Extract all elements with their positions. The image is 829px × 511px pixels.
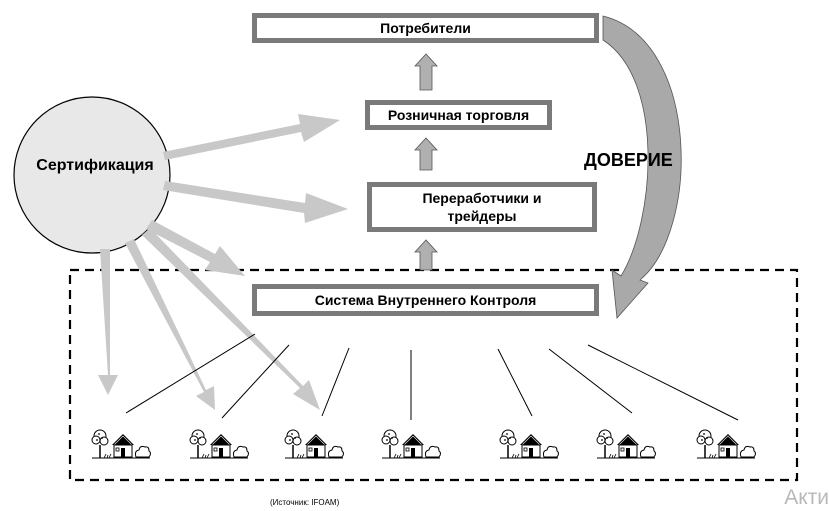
house-tree-icon xyxy=(499,429,560,459)
ics-label: Система Внутреннего Контроля xyxy=(314,292,537,308)
ics-box: Система Внутреннего Контроля xyxy=(252,284,599,316)
processors-label-line1: Переработчики и xyxy=(422,190,542,206)
processors-label-line2: трейдеры xyxy=(447,208,517,224)
consumers-box: Потребители xyxy=(252,13,599,43)
certification-label: Сертификация xyxy=(36,157,154,174)
house-tree-icon xyxy=(189,429,250,459)
retail-box: Розничная торговля xyxy=(365,100,552,130)
trust-label: ДОВЕРИЕ xyxy=(584,150,673,170)
ics-frame xyxy=(68,268,799,482)
retail-label: Розничная торговля xyxy=(387,107,530,123)
house-tree-icon xyxy=(596,429,657,459)
trust-arrow xyxy=(602,15,682,319)
activation-watermark: Акти xyxy=(784,486,829,509)
house-tree-icon xyxy=(381,429,442,459)
consumers-label: Потребители xyxy=(380,20,471,36)
flow-arrows xyxy=(414,53,438,271)
house-tree-icon xyxy=(91,429,152,459)
processors-label: Переработчики и трейдеры xyxy=(422,189,541,225)
certification-circle xyxy=(13,96,171,254)
certification-arrows xyxy=(98,114,348,410)
house-tree-icon xyxy=(284,429,345,459)
household-icons xyxy=(91,429,757,459)
source-caption: (Источник: IFOAM) xyxy=(270,498,340,507)
connector-lines xyxy=(125,333,739,421)
house-tree-icon xyxy=(696,429,757,459)
processors-box: Переработчики и трейдеры xyxy=(367,182,597,232)
